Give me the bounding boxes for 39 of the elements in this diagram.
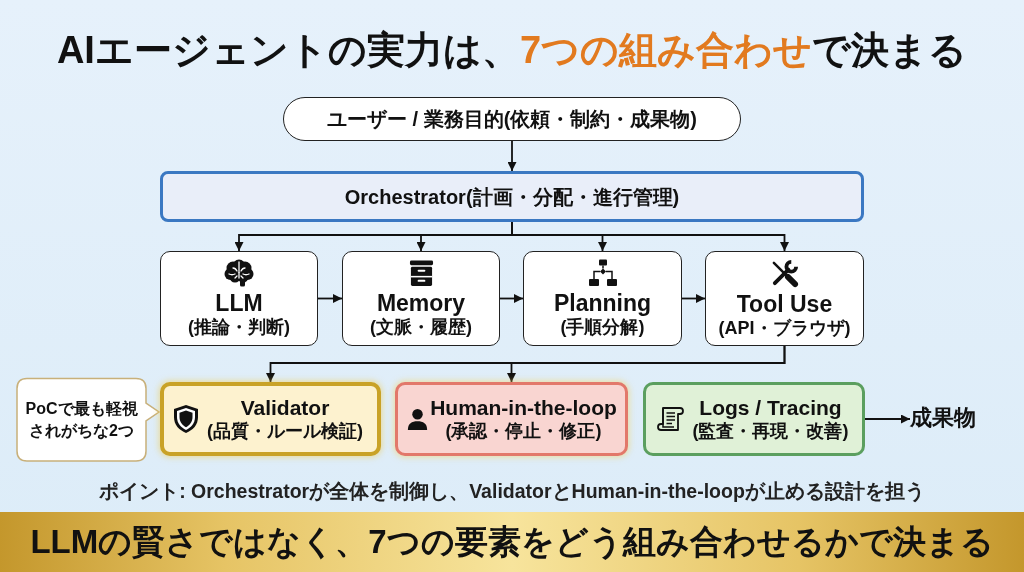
node-subtitle: (文脈・履歴): [370, 317, 472, 338]
process-box: [160, 382, 381, 456]
node-title: Validator: [240, 395, 330, 420]
node-subtitle: (手順分解): [560, 317, 645, 338]
arrow: [511, 221, 789, 252]
arrow: [499, 294, 524, 303]
callout-text: PoCで最も軽視されがちな2つ: [24, 398, 139, 442]
arrow: [864, 414, 911, 424]
callout-bubble: [15, 377, 161, 463]
process-box: [160, 171, 864, 222]
output-label: 成果物: [910, 405, 976, 432]
process-box: [395, 382, 628, 456]
node-title: Logs / Tracing: [699, 395, 842, 420]
arrow: [507, 140, 517, 172]
node-subtitle: (品質・ルール検証): [207, 420, 363, 443]
banner-text: LLMの賢さではなく、7つの要素をどう組み合わせるかで決まる: [30, 522, 994, 562]
process-box: [705, 251, 864, 346]
arrow: [681, 294, 706, 303]
node-subtitle: (推論・判断): [188, 316, 290, 338]
node-label: ユーザー / 業務目的(依頼・制約・成果物): [327, 107, 697, 131]
start-terminal: [283, 97, 741, 141]
process-box: [160, 251, 318, 346]
node-title: LLM: [215, 290, 263, 316]
note-text: ポイント: Orchestratorが全体を制御し、ValidatorとHuman-in-the-loopが止める設計を担う: [99, 480, 925, 504]
node-title: Planning: [553, 290, 652, 316]
node-title: Human-in-the-loop: [430, 395, 617, 420]
process-box: [523, 251, 682, 346]
title: AIエージェントの実力は、7つの組み合わせで決まる: [56, 28, 968, 73]
node-subtitle: (API・ブラウザ): [718, 317, 851, 339]
node-label: Orchestrator(計画・分配・進行管理): [344, 184, 680, 209]
node-subtitle: (承認・停止・修正): [445, 420, 602, 443]
node-title: Tool Use: [736, 291, 833, 317]
node-title: Memory: [376, 290, 466, 316]
arrow: [317, 294, 343, 303]
process-box: [342, 251, 500, 346]
process-box: [643, 382, 865, 456]
banner: [0, 512, 1024, 572]
node-subtitle: (監査・再現・改善): [692, 420, 849, 443]
arrow: [507, 345, 786, 383]
